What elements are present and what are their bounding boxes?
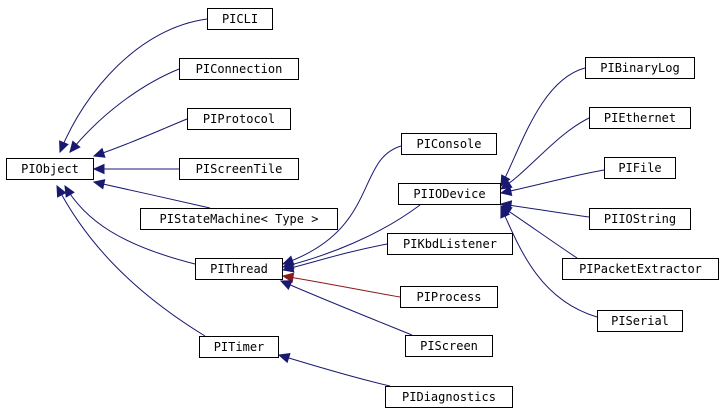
- class-node-pibinarylog[interactable]: PIBinaryLog: [585, 57, 695, 79]
- edge-arrowhead: [69, 140, 81, 153]
- edge-line: [64, 185, 196, 265]
- edge-arrowhead: [499, 185, 513, 197]
- inheritance-edge-piserial-to-piiodevice: [500, 205, 598, 318]
- edge-line: [59, 18, 208, 153]
- edge-line: [500, 117, 590, 190]
- class-node-piconnection[interactable]: PIConnection: [179, 58, 299, 80]
- edge-arrowhead: [500, 205, 511, 219]
- inheritance-edge-piscreentile-to-piobject: [92, 163, 179, 175]
- inheritance-edge-pidiagnostics-to-pitimer: [277, 353, 391, 387]
- edge-line: [280, 280, 413, 336]
- edge-line: [500, 206, 598, 318]
- class-node-pithread[interactable]: PIThread: [195, 258, 283, 280]
- edge-line: [56, 185, 206, 337]
- edge-line: [93, 181, 211, 209]
- edge-arrowhead: [92, 163, 105, 175]
- edge-arrowhead: [59, 140, 69, 154]
- class-node-pitimer[interactable]: PITimer: [199, 336, 279, 358]
- class-node-piscreentile[interactable]: PIScreenTile: [179, 158, 299, 180]
- inheritance-edge-pitimer-to-piobject: [56, 184, 206, 337]
- edge-arrowhead: [56, 184, 67, 198]
- inheritance-edge-pithread-to-piobject: [64, 184, 196, 265]
- inheritance-edge-pistatemachine-to-piobject: [92, 179, 211, 209]
- inheritance-edge-pikbdlistener-to-pithread: [281, 243, 388, 273]
- edge-line: [282, 204, 421, 268]
- edge-arrowhead: [277, 353, 291, 364]
- edge-arrowhead: [279, 280, 293, 291]
- edge-line: [278, 354, 391, 387]
- edge-line: [500, 67, 586, 187]
- inheritance-edge-pibinarylog-to-piiodevice: [500, 67, 586, 188]
- inheritance-edge-piprotocol-to-piobject: [92, 118, 188, 158]
- class-node-pipacketextractor[interactable]: PIPacketExtractor: [562, 258, 719, 280]
- class-node-piscreen[interactable]: PIScreen: [405, 335, 493, 357]
- class-node-pidiagnostics[interactable]: PIDiagnostics: [385, 386, 513, 408]
- class-node-piserial[interactable]: PISerial: [597, 310, 683, 332]
- edge-line: [282, 243, 388, 271]
- class-node-picli[interactable]: PICLI: [207, 8, 273, 30]
- class-node-piobject[interactable]: PIObject: [6, 158, 94, 180]
- class-node-piprocess[interactable]: PIProcess: [400, 286, 498, 308]
- class-node-pifile[interactable]: PIFile: [604, 157, 676, 179]
- edge-arrowhead: [64, 184, 75, 198]
- inheritance-edge-piethernet-to-piiodevice: [499, 117, 590, 190]
- inheritance-edge-piscreen-to-pithread: [279, 280, 413, 336]
- edge-arrowhead: [281, 262, 295, 273]
- edge-arrowhead: [92, 179, 106, 190]
- class-node-piprotocol[interactable]: PIProtocol: [187, 108, 291, 130]
- edge-arrowhead: [92, 147, 106, 158]
- inheritance-edge-pifile-to-piiodevice: [499, 169, 605, 197]
- edge-arrowhead: [281, 272, 295, 283]
- class-node-piethernet[interactable]: PIEthernet: [589, 107, 691, 129]
- edge-line: [282, 275, 401, 298]
- class-node-pistatemachine[interactable]: PIStateMachine< Type >: [140, 208, 338, 230]
- class-node-piiodevice[interactable]: PIIODevice: [398, 183, 501, 205]
- class-node-piconsole[interactable]: PIConsole: [401, 133, 497, 155]
- inheritance-edge-picli-to-piobject: [59, 18, 208, 154]
- edge-line: [282, 145, 402, 265]
- inheritance-edge-piconnection-to-piobject: [69, 68, 180, 153]
- inheritance-edge-piprocess-to-pithread: [281, 272, 401, 298]
- inheritance-edge-piconsole-to-pithread: [281, 145, 402, 266]
- class-node-piiostring[interactable]: PIIOString: [589, 208, 691, 230]
- edge-line: [500, 169, 605, 194]
- edge-line: [93, 118, 188, 157]
- class-node-pikbdlistener[interactable]: PIKbdListener: [387, 233, 513, 255]
- edge-line: [69, 68, 180, 153]
